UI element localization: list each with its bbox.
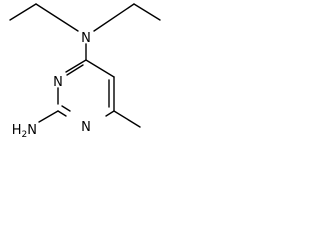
bond-c4-n3-double [66,64,84,76]
bond-c2-nh2 [38,110,59,123]
bond-ethyl2-n [93,3,135,32]
atom-ring-n3: N [53,75,63,90]
bond-c2-n1 [57,110,67,117]
bond-c2-n1-double [61,105,71,112]
structure-diagram: N N N H2N [9,3,161,140]
bond-ethyl2-ch2-ch3 [133,3,161,21]
bond-ethyl1-n [35,3,79,32]
atom-amino-group: H2N [12,123,37,140]
bond-c5-c4 [85,59,115,78]
atom-amine-nitrogen: N [81,31,91,46]
atom-ring-n1: N [81,120,91,135]
bond-n1-c6 [105,110,115,117]
bond-ethyl1-ch2-ch3 [9,3,37,21]
bond-c6-methyl [113,110,141,128]
bond-c4-n3 [65,59,87,73]
